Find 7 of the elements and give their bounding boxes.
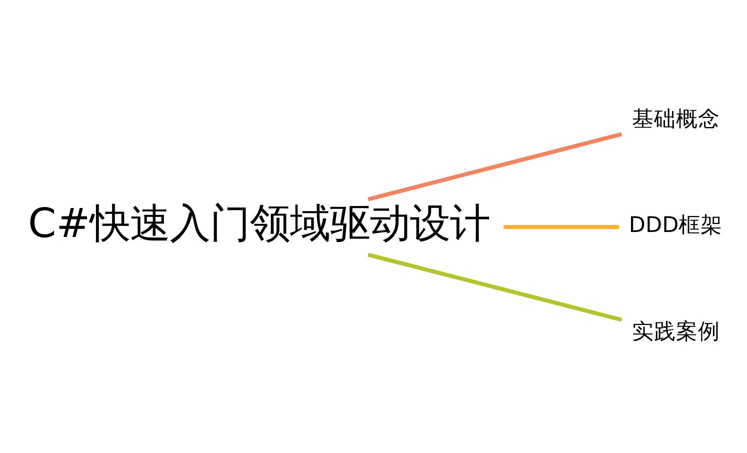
connector <box>368 132 622 201</box>
connector <box>504 224 620 229</box>
connector <box>368 252 622 322</box>
node-text: 实践案例 <box>632 318 720 344</box>
node-text: 基础概念 <box>632 106 720 132</box>
node-text: DDD框架 <box>628 212 723 238</box>
node-text: C#快速入门领域驱动设计 <box>28 200 490 247</box>
